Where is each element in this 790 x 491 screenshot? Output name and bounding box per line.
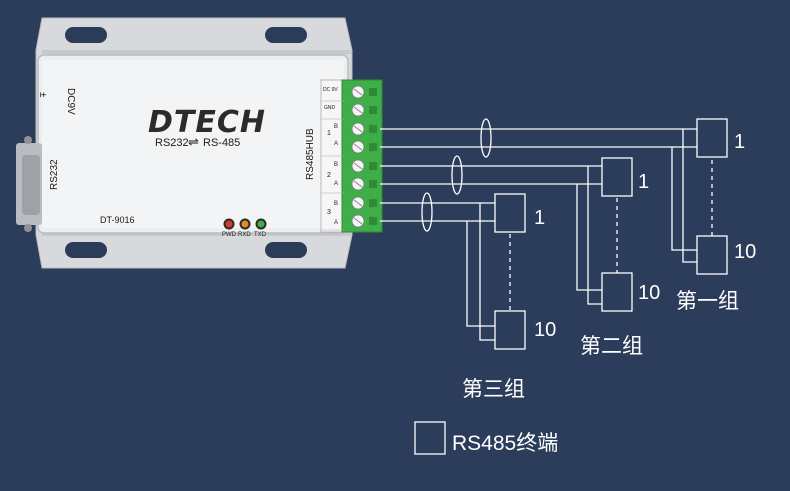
terminal-screw-slot xyxy=(353,125,363,133)
group1-first-number: 1 xyxy=(734,131,746,153)
group3-twisted-pair-marker xyxy=(421,192,433,232)
group2-twisted-pair-marker xyxy=(451,155,463,195)
mount-slot-bottom-right xyxy=(265,242,307,258)
group3-terminal-last xyxy=(494,310,526,350)
subtitle-rs232: RS232 xyxy=(155,137,189,149)
terminal-block xyxy=(320,79,383,233)
convert-arrow-icon: ⇌ xyxy=(188,134,199,149)
terminal-wire-entry xyxy=(369,199,377,207)
group3-last-number: 10 xyxy=(534,319,557,341)
terminal-wire-entry xyxy=(369,217,377,225)
terminal-screw-slot xyxy=(353,162,363,170)
group3-first-number: 1 xyxy=(534,207,546,229)
terminal-wire-entry xyxy=(369,125,377,133)
group2-terminal-first xyxy=(601,157,633,197)
group2-first-number: 1 xyxy=(638,171,650,193)
twisted-pair-markers xyxy=(421,118,492,232)
group2-drop-a xyxy=(576,184,602,291)
group2-terminal-last xyxy=(601,272,633,312)
led-label-rxd: RXD xyxy=(238,232,251,238)
port2-b: B xyxy=(334,162,339,168)
group3-terminal-first xyxy=(494,193,526,233)
port3-a: A xyxy=(334,220,339,226)
group1-drop-a xyxy=(671,147,697,251)
terminal-wire-entry xyxy=(369,162,377,170)
rs485-terminals xyxy=(494,118,728,350)
terminal-label-dc: DC 9V xyxy=(323,87,338,93)
group1-label: 第一组 xyxy=(676,290,739,313)
group2-label: 第二组 xyxy=(580,335,643,358)
terminal-screw-slot xyxy=(353,180,363,188)
led-pwd xyxy=(225,220,233,228)
rs232-port-label: RS232 xyxy=(49,159,60,190)
terminal-wire-entry xyxy=(369,143,377,151)
group3-drop-b xyxy=(479,203,495,341)
port3-b: B xyxy=(334,201,339,207)
group3-drop-a xyxy=(466,221,495,327)
power-label: DC9V xyxy=(65,88,76,115)
group3-label: 第三组 xyxy=(462,378,525,401)
legend-terminal-icon xyxy=(414,421,446,455)
led-txd xyxy=(257,220,265,228)
model-number: DT-9016 xyxy=(100,215,135,225)
port1-a: A xyxy=(334,141,339,147)
led-label-txd: TXD xyxy=(254,232,266,238)
mount-slot-top-right xyxy=(265,27,307,43)
group1-drop-b xyxy=(682,129,697,263)
mount-slot-top-left xyxy=(65,27,107,43)
wiring xyxy=(380,128,713,341)
terminal-wire-entry xyxy=(369,106,377,114)
brand-logo: DTECH xyxy=(148,105,266,140)
group2-drop-b xyxy=(587,166,602,305)
power-polarity-symbol: ± xyxy=(37,92,48,98)
terminal-screw-slot xyxy=(353,88,363,96)
port3-number: 3 xyxy=(327,209,331,216)
port1-number: 1 xyxy=(327,130,331,137)
hub-label: RS485HUB xyxy=(305,128,316,180)
mount-slot-bottom-left xyxy=(65,242,107,258)
port2-a: A xyxy=(334,181,339,187)
group1-terminal-last xyxy=(696,235,728,275)
db9-connector xyxy=(16,136,42,232)
terminal-label-gnd: GND xyxy=(324,105,336,111)
terminal-screw-slot xyxy=(353,106,363,114)
terminal-screw-slot xyxy=(353,217,363,225)
group1-twisted-pair-marker xyxy=(480,118,492,158)
terminal-wire-entry xyxy=(369,180,377,188)
group1-terminal-first xyxy=(696,118,728,158)
terminal-wire-entry xyxy=(369,88,377,96)
group2-last-number: 10 xyxy=(638,282,661,304)
group1-last-number: 10 xyxy=(734,241,757,263)
status-leds xyxy=(223,218,267,230)
terminal-screw-slot xyxy=(353,143,363,151)
led-rxd xyxy=(241,220,249,228)
terminal-screw-slot xyxy=(353,199,363,207)
led-label-pwd: PWD xyxy=(222,232,236,238)
port2-number: 2 xyxy=(327,172,331,179)
port1-b: B xyxy=(334,124,339,130)
subtitle-rs485: RS-485 xyxy=(203,137,241,149)
legend-label: RS485终端 xyxy=(452,432,559,455)
